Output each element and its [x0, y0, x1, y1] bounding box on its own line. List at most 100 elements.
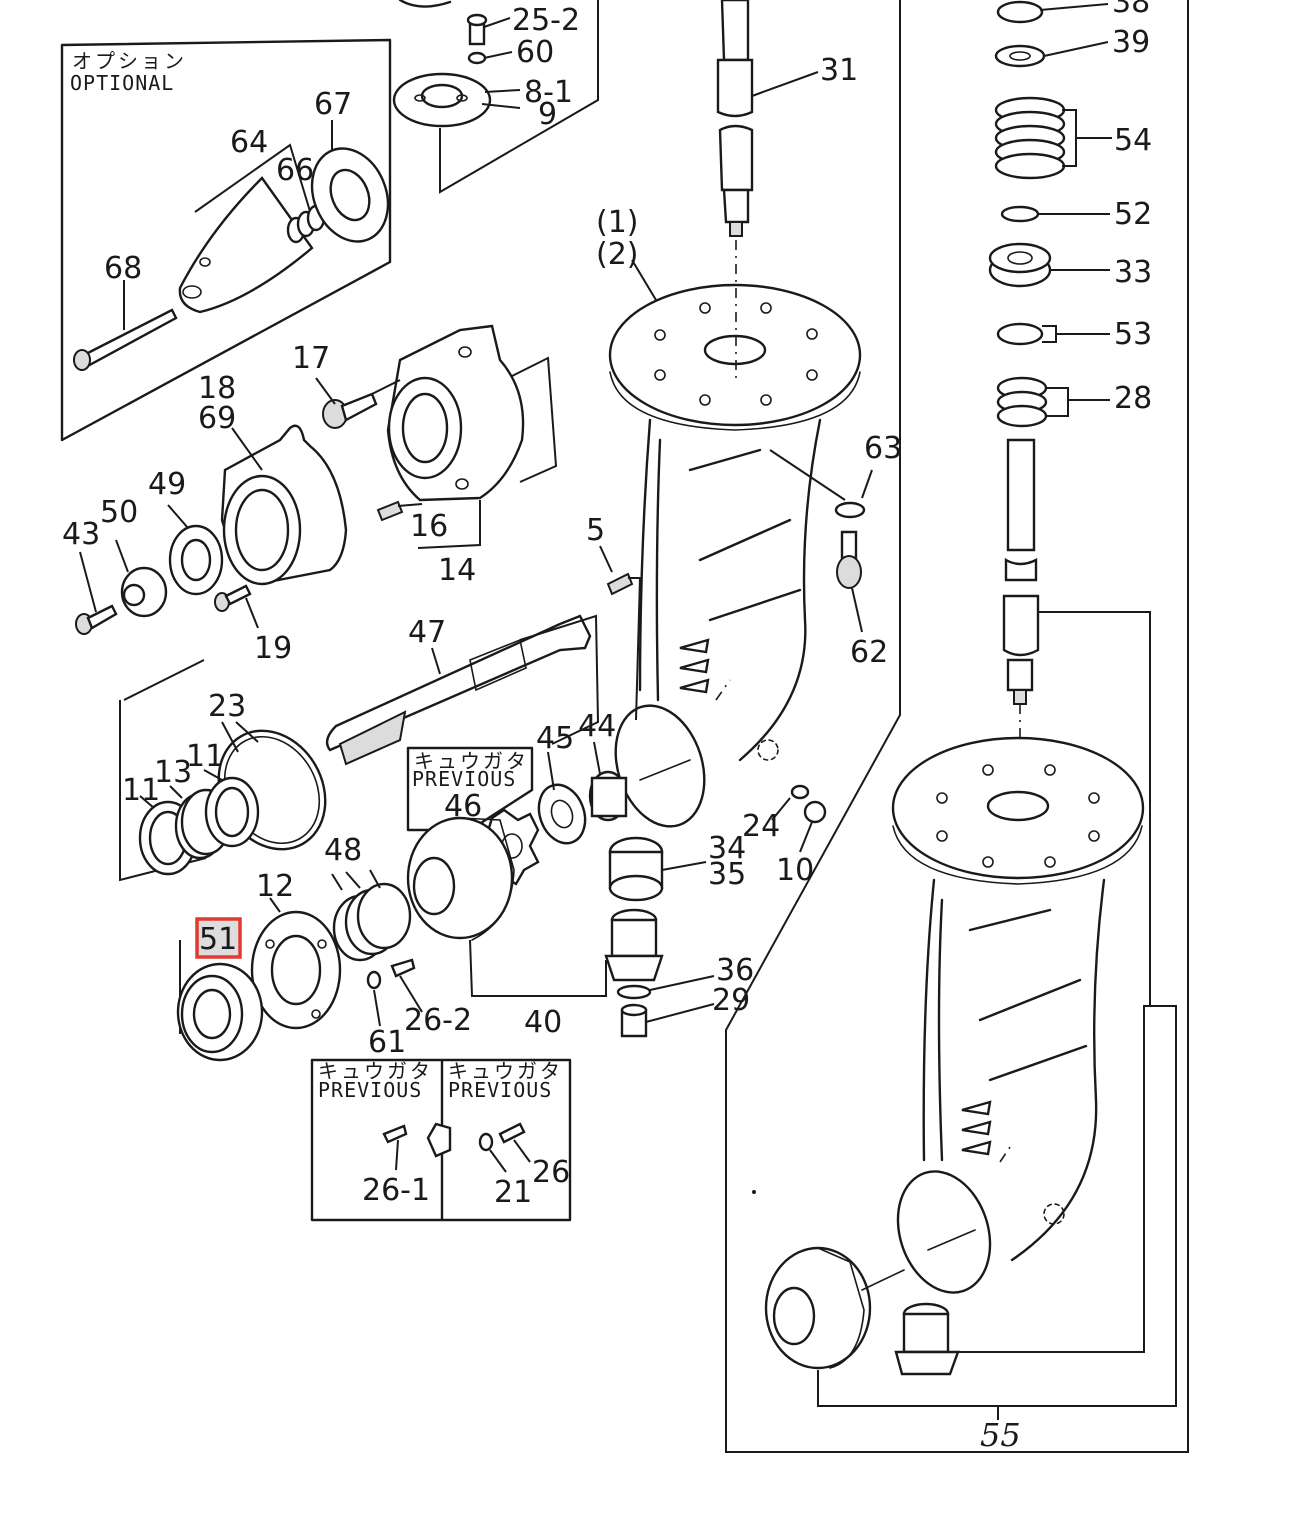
bolt-26-2: [390, 958, 423, 1013]
washer-45: [537, 751, 587, 845]
optional-box: オプション OPTIONAL: [60, 38, 392, 442]
label-9: 9: [538, 97, 557, 132]
label-60: 60: [516, 35, 554, 70]
label-38: 38: [1112, 0, 1150, 20]
label-14: 14: [438, 553, 476, 588]
label-19: 19: [254, 631, 292, 666]
label-66: 66: [276, 153, 314, 188]
optional-jp-text: オプション: [72, 49, 187, 73]
label-63: 63: [864, 431, 902, 466]
label-52: 52: [1114, 197, 1152, 232]
label-5: 5: [586, 513, 605, 548]
bearing-51: [176, 940, 264, 1062]
label-36: 36: [716, 953, 754, 988]
housing-18: [220, 424, 348, 586]
main-housing: [608, 240, 862, 828]
gear-40: [406, 816, 607, 997]
label-1: (1): [596, 205, 639, 240]
spring-5: [599, 545, 642, 721]
labels: 25-2 60 8-1 9 31 38 39 54 52 33 53 28 (1…: [62, 0, 1152, 1454]
bolt-43: [75, 551, 118, 635]
label-24: 24: [742, 809, 780, 844]
label-2: (2): [596, 237, 639, 272]
top-flange-group: [392, 0, 599, 194]
label-33: 33: [1114, 255, 1152, 290]
label-46: 46: [444, 789, 482, 824]
prev46-en-text: PREVIOUS: [412, 767, 516, 791]
bolt-17: [315, 377, 378, 429]
spring-66: [286, 204, 326, 244]
nut-10: [799, 800, 827, 853]
label-53: 53: [1114, 317, 1152, 352]
label-10: 10: [776, 853, 814, 888]
bolt-19: [214, 584, 259, 629]
label-61: 61: [368, 1025, 406, 1060]
bearing-44: [588, 741, 628, 822]
label-28: 28: [1114, 381, 1152, 416]
label-17: 17: [292, 341, 330, 376]
label-68: 68: [104, 251, 142, 286]
highlight-51[interactable]: 51: [195, 917, 242, 959]
highlight-box-51[interactable]: [195, 917, 242, 959]
shaft-31: [716, 0, 819, 237]
nut-29: [620, 1003, 715, 1038]
label-13: 13: [154, 755, 192, 790]
label-8-1: 8-1: [524, 75, 573, 110]
label-50: 50: [100, 495, 138, 530]
plate-12: [250, 897, 342, 1030]
optional-en-text: OPTIONAL: [70, 71, 174, 95]
label-26-2: 26-2: [404, 1003, 472, 1038]
label-31: 31: [820, 53, 858, 88]
housing-14: [371, 324, 558, 549]
label-67: 67: [314, 87, 352, 122]
label-54: 54: [1114, 123, 1152, 158]
bearing-34-35: [608, 836, 707, 902]
pin-16: [376, 500, 423, 522]
label-11a: 11: [122, 773, 160, 808]
right-column-parts: [988, 0, 1151, 1006]
lower-housing: [725, 0, 1189, 1453]
label-44: 44: [578, 709, 616, 744]
label-25-2: 25-2: [512, 3, 580, 38]
prev-left-jp-text: キュウガタ: [318, 1059, 433, 1083]
pin-24: [771, 784, 810, 821]
label-12: 12: [256, 869, 294, 904]
seal-49: [167, 504, 224, 596]
label-64: 64: [230, 125, 268, 160]
shaft-47: [325, 614, 600, 766]
bolt-62: [836, 530, 863, 633]
label-35: 35: [708, 857, 746, 892]
label-34: 34: [708, 831, 746, 866]
previous-box-bottom: キュウガタ PREVIOUS キュウガタ PREVIOUS: [310, 1058, 572, 1222]
label-45: 45: [536, 721, 574, 756]
label-26-1: 26-1: [362, 1173, 430, 1208]
pinion-gear: [604, 908, 664, 982]
label-51: 51: [199, 922, 237, 957]
label-39: 39: [1112, 25, 1150, 60]
nut-50: [115, 539, 168, 618]
label-69: 69: [198, 401, 236, 436]
seal-11b: [203, 769, 260, 848]
label-16: 16: [410, 509, 448, 544]
washer-63: [834, 469, 873, 519]
label-55: 55: [980, 1416, 1021, 1454]
prev-right-en-text: PREVIOUS: [448, 1078, 552, 1102]
label-21: 21: [494, 1175, 532, 1210]
label-48: 48: [324, 833, 362, 868]
spring-48: [331, 869, 412, 962]
prev46-jp-text: キュウガタ: [414, 749, 529, 773]
label-29: 29: [712, 983, 750, 1018]
prev-right-jp-text: キュウガタ: [448, 1059, 563, 1083]
label-47: 47: [408, 615, 446, 650]
label-11b: 11: [186, 739, 224, 774]
washer-36: [616, 975, 715, 1000]
label-23: 23: [208, 689, 246, 724]
washer-61: [366, 970, 382, 1027]
label-49: 49: [148, 467, 186, 502]
label-18: 18: [198, 371, 236, 406]
prev-left-en-text: PREVIOUS: [318, 1078, 422, 1102]
label-40: 40: [524, 1005, 562, 1040]
label-26: 26: [532, 1155, 570, 1190]
label-43: 43: [62, 517, 100, 552]
